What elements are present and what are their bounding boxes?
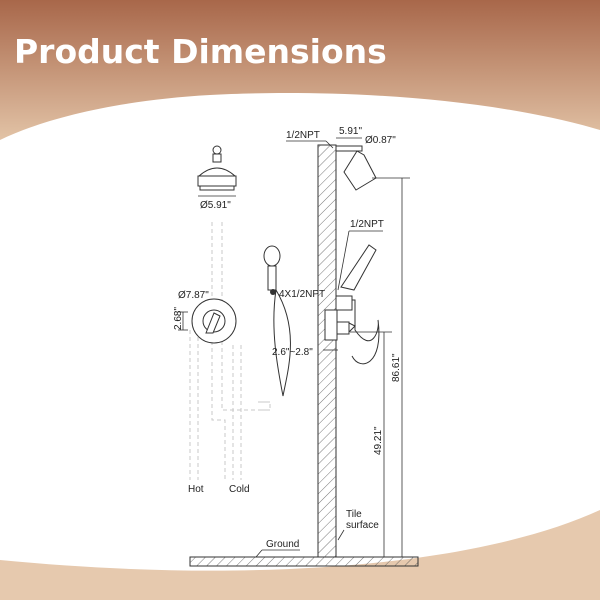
valve-ports-label: 4X1/2NPT xyxy=(279,289,325,300)
npt-top-label: 1/2NPT xyxy=(286,130,320,141)
valve-body-side xyxy=(324,309,356,341)
plate-diameter-label: Ø7.87" xyxy=(178,290,209,301)
npt-handheld-label: 1/2NPT xyxy=(350,219,384,230)
handheld-shower-side xyxy=(335,244,380,365)
footer-band xyxy=(0,510,600,600)
water-pipes xyxy=(189,222,271,480)
header-band xyxy=(0,0,600,140)
total-height-label: 86.61" xyxy=(391,353,402,382)
ground-slab xyxy=(189,556,419,567)
valve-height-label: 49.21" xyxy=(373,426,384,455)
cold-label: Cold xyxy=(229,484,250,495)
valve-depth-label: 2.68" xyxy=(173,307,184,330)
arm-length-label: 5.91" xyxy=(339,126,362,137)
tile-label-line2: surface xyxy=(346,520,379,531)
shower-head-front xyxy=(197,145,237,191)
wall-section xyxy=(317,144,337,558)
arm-diameter-label: Ø0.87" xyxy=(365,135,396,146)
wall-depth-label: 2.6"~2.8" xyxy=(272,347,313,358)
ground-label: Ground xyxy=(266,539,299,550)
page-title: Product Dimensions xyxy=(14,32,387,71)
valve-port-icon xyxy=(270,289,276,295)
tile-label-line1: Tile xyxy=(346,509,362,520)
handheld-shower-front xyxy=(263,245,291,397)
shower-head-side xyxy=(335,145,377,191)
hot-label: Hot xyxy=(188,484,204,495)
valve-plate-front xyxy=(191,298,237,344)
head-diameter-label: Ø5.91" xyxy=(200,200,231,211)
